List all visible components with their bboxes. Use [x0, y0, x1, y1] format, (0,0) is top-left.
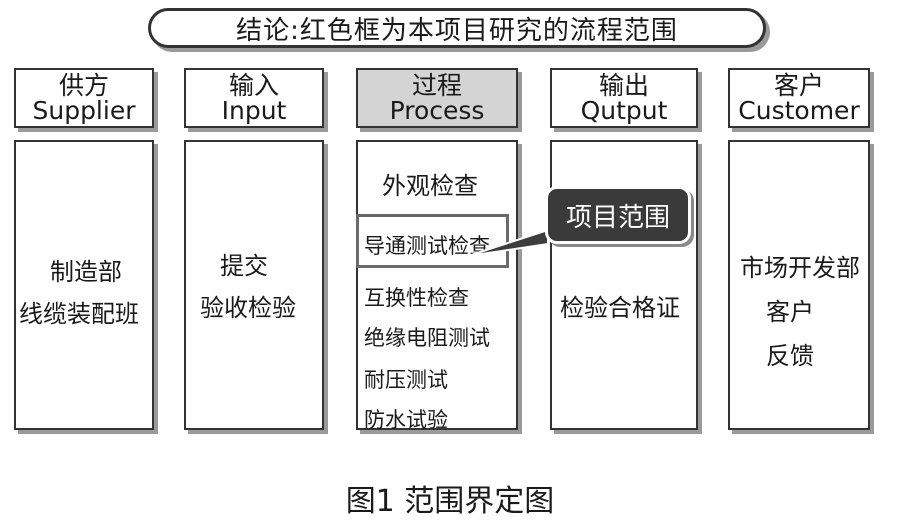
- header-process: 过程 Process: [356, 68, 518, 128]
- project-scope-callout: 项目范围: [545, 186, 691, 244]
- callout-label: 项目范围: [565, 202, 670, 233]
- header-output: 输出 Qutput: [550, 68, 698, 128]
- process-step: 耐压测试: [364, 368, 448, 392]
- header-en: Customer: [738, 96, 860, 125]
- process-column: 外观检查 导通测试检查 互换性检查 绝缘电阻测试 耐压测试 防水试验: [356, 140, 518, 432]
- header-customer: 客户 Customer: [728, 68, 870, 128]
- header-cn: 过程: [411, 70, 462, 100]
- input-item: 验收检验: [200, 294, 296, 322]
- process-step: 防水试验: [364, 408, 448, 432]
- header-cn: 输出: [598, 70, 649, 100]
- figure-caption: 图1 范围界定图: [345, 484, 555, 519]
- input-column: 提交 验收检验: [184, 140, 324, 430]
- input-item: 提交: [220, 252, 268, 280]
- header-en: Process: [389, 96, 485, 125]
- supplier-item: 线缆装配班: [19, 300, 139, 328]
- supplier-column: 制造部 线缆装配班: [14, 140, 154, 430]
- conclusion-banner: 结论:红色框为本项目研究的流程范围: [148, 8, 766, 48]
- customer-item: 客户: [766, 298, 814, 326]
- header-cn: 客户: [773, 70, 824, 100]
- header-cn: 供方: [58, 70, 109, 100]
- customer-item: 市场开发部: [740, 254, 860, 282]
- header-en: Qutput: [580, 96, 668, 125]
- customer-column: 市场开发部 客户 反馈: [728, 140, 870, 430]
- process-step: 导通测试检查: [364, 234, 490, 258]
- process-step: 互换性检查: [364, 286, 469, 310]
- banner-text: 结论:红色框为本项目研究的流程范围: [236, 15, 678, 46]
- header-supplier: 供方 Supplier: [14, 68, 154, 128]
- scope-highlight-box: [356, 214, 509, 268]
- supplier-item: 制造部: [50, 258, 122, 286]
- header-en: Supplier: [32, 96, 136, 125]
- header-cn: 输入: [228, 70, 279, 100]
- process-step: 外观检查: [382, 172, 478, 200]
- output-item: 检验合格证: [560, 294, 680, 322]
- header-en: Input: [221, 96, 287, 125]
- process-step: 绝缘电阻测试: [364, 326, 490, 350]
- customer-item: 反馈: [766, 342, 814, 370]
- header-input: 输入 Input: [184, 68, 324, 128]
